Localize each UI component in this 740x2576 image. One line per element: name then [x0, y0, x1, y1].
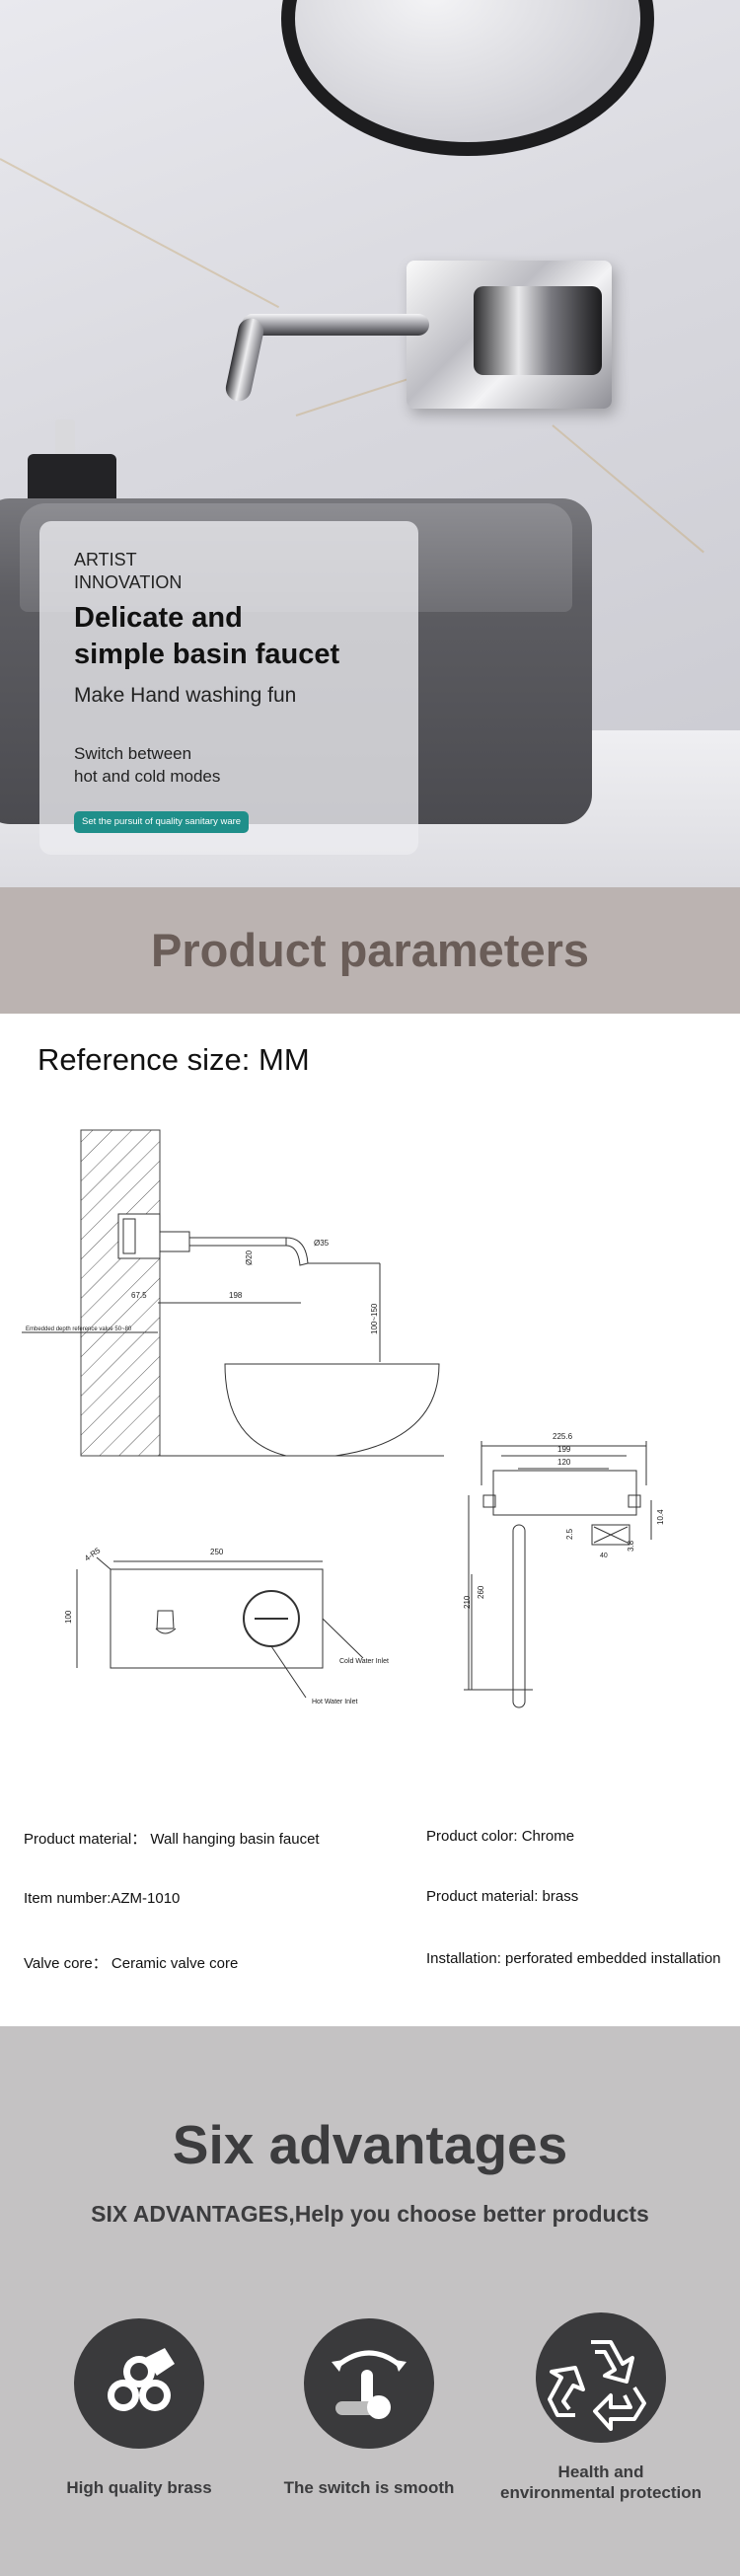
quality-pill-button[interactable]: Set the pursuit of quality sanitary ware [74, 811, 250, 833]
faucet-spout-tip [223, 316, 266, 404]
dim-label: 10.4 [656, 1509, 665, 1525]
dim-label: 100 [64, 1610, 73, 1624]
brand-label: ARTIST INNOVATION [74, 550, 183, 592]
reference-size-label: Reference size: MM [37, 1042, 310, 1077]
spec-item-number: Item number:AZM-1010 [24, 1890, 181, 1907]
dim-label: Embedded depth reference value 50~80 [26, 1326, 132, 1332]
dim-label: 120 [557, 1458, 571, 1467]
spec-valve-core: Valve core： Ceramic valve core [24, 1955, 239, 1972]
advantage-label: Health and environmental protection [499, 2462, 703, 2502]
advantage-label: The switch is smooth [283, 2478, 455, 2497]
top-view [464, 1441, 652, 1708]
dim-label: 199 [557, 1445, 571, 1454]
recycle-icon [536, 2312, 666, 2443]
hero-subheadline: Make Hand washing fun [74, 684, 297, 707]
spec-installation: Installation: perforated embedded instal… [426, 1950, 721, 1967]
dim-label: 225.6 [553, 1432, 573, 1441]
dim-label: 260 [477, 1585, 485, 1599]
marble-vein [0, 158, 280, 309]
product-specs: Product material： Wall hanging basin fau… [0, 1816, 740, 2013]
dim-label: 40 [600, 1553, 608, 1559]
technical-drawing: Ø35 Ø20 198 67.5 100~150 Embedded depth … [22, 1129, 665, 1708]
spec-material-type: Product material： Wall hanging basin fau… [24, 1831, 320, 1848]
brass-rods-icon [74, 2318, 204, 2449]
lever-switch-icon [304, 2318, 434, 2449]
hot-inlet-label: Hot Water Inlet [312, 1699, 357, 1705]
advantages-title: Six advantages [172, 2114, 568, 2175]
advantages-section: Six advantages SIX ADVANTAGES,Help you c… [0, 2026, 740, 2576]
hero-modes-text: Switch between hot and cold modes [74, 744, 221, 786]
hero-headline: Delicate and simple basin faucet [74, 602, 340, 670]
advantages-subtitle: SIX ADVANTAGES,Help you choose better pr… [91, 2201, 649, 2227]
dim-label: 3.8 [627, 1540, 635, 1552]
dim-label: 2.5 [565, 1528, 574, 1540]
dim-label: Ø35 [314, 1239, 330, 1248]
soap-pump [55, 419, 75, 457]
spec-material: Product material: brass [426, 1888, 579, 1905]
round-mirror [281, 0, 654, 156]
side-view [22, 1129, 444, 1457]
parameters-title: Product parameters [150, 924, 590, 976]
dim-label: 250 [210, 1548, 224, 1556]
front-view [76, 1556, 364, 1699]
faucet-handle [474, 286, 602, 375]
spec-color: Product color: Chrome [426, 1828, 575, 1845]
dim-label: 198 [229, 1291, 243, 1300]
parameters-band: Product parameters [0, 887, 740, 1014]
hero-banner: ARTIST INNOVATION Delicate and simple ba… [0, 0, 740, 887]
dim-label: 210 [463, 1595, 472, 1609]
cold-inlet-label: Cold Water Inlet [339, 1658, 389, 1665]
hero-info-card: ARTIST INNOVATION Delicate and simple ba… [39, 521, 418, 855]
dim-label: 67.5 [131, 1291, 147, 1300]
dim-label: 100~150 [370, 1303, 379, 1334]
faucet-spout [242, 314, 429, 336]
dim-label: Ø20 [245, 1250, 254, 1265]
advantage-label: High quality brass [66, 2478, 212, 2497]
